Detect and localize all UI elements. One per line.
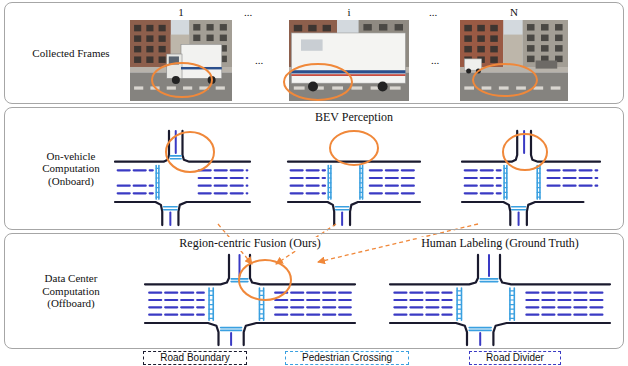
bev-map	[390, 255, 610, 345]
camera-frame: N	[458, 5, 570, 103]
ellipsis-label: ...	[429, 6, 437, 19]
legend-text: Pedestrian Crossing	[302, 352, 392, 363]
ellipsis-label: ...	[244, 6, 252, 19]
highlight-ellipse	[152, 63, 212, 97]
map-panel: Region-centric Fusion (Ours)	[143, 236, 357, 347]
row-label: On-vehicle Computation (Onboard)	[27, 150, 115, 188]
stage-panel: On-vehicle Computation (Onboard) BEV Perc…	[4, 107, 624, 230]
highlight-ellipse	[473, 64, 537, 96]
map-panel: Human Labeling (Ground Truth)	[388, 236, 612, 347]
street-photo	[130, 20, 232, 101]
camera-frame: 1	[128, 5, 234, 103]
ellipsis-label: ...	[255, 54, 263, 67]
highlight-ellipse	[503, 134, 547, 170]
bev-map	[145, 255, 355, 345]
camera-frame: i	[287, 5, 411, 103]
legend-text: Road Divider	[486, 352, 544, 363]
highlight-ellipse	[284, 64, 352, 100]
highlight-ellipse	[239, 260, 291, 300]
row-label: Data Center Computation (Offboard)	[27, 272, 115, 310]
frame-index: i	[345, 6, 352, 19]
street-photo	[460, 20, 568, 101]
ellipsis-label: ...	[431, 54, 439, 67]
legend-text: Road Boundary	[160, 352, 230, 363]
frame-index: 1	[176, 6, 186, 19]
stage-panel: Region-centric Fusion (Ours) Human Labeli…	[4, 233, 624, 349]
frame-index: N	[508, 6, 520, 19]
map-heading: Region-centric Fusion (Ours)	[177, 237, 322, 251]
map-heading: Human Labeling (Ground Truth)	[419, 237, 581, 251]
bev-map	[115, 131, 250, 225]
stage-panel: 1 i N Collected Frames	[4, 2, 624, 104]
row-label: Collected Frames	[27, 47, 115, 60]
bev-map	[462, 131, 600, 225]
highlight-ellipse	[330, 131, 378, 165]
legend-swatch: Road Divider	[469, 351, 561, 365]
highlight-ellipse	[166, 132, 214, 172]
legend-swatch: Road Boundary	[143, 351, 247, 365]
legend-swatch: Pedestrian Crossing	[285, 351, 409, 365]
bev-map	[288, 162, 420, 225]
section-heading: BEV Perception	[313, 111, 395, 125]
